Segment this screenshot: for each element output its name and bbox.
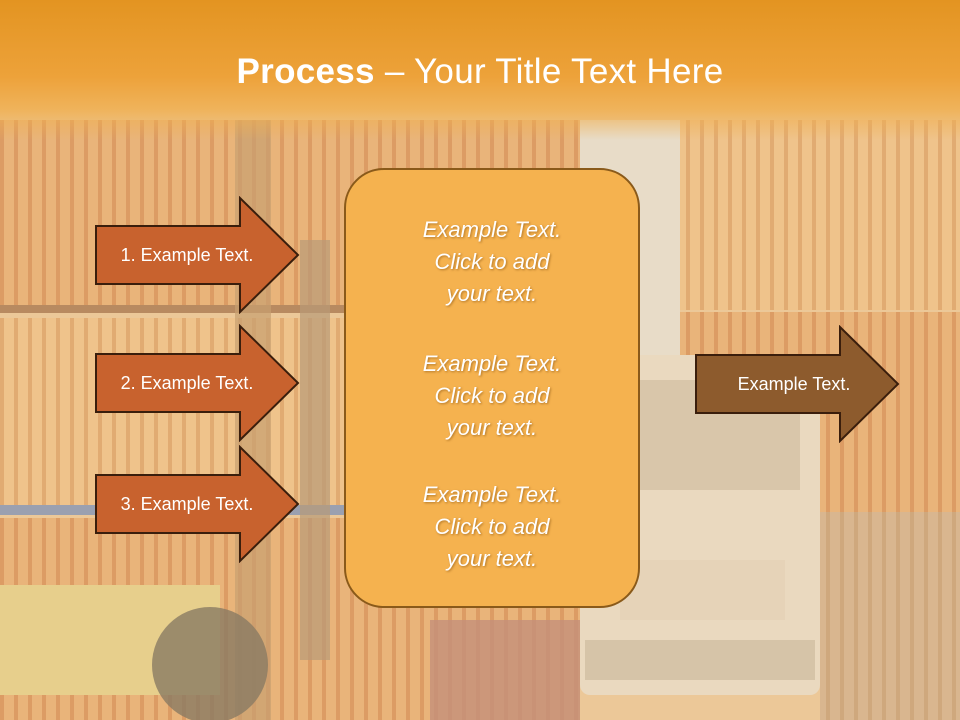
title-bar (0, 0, 960, 140)
step-arrow-3[interactable]: 3. Example Text. (94, 445, 300, 563)
text-block-2[interactable]: Example Text. Click to add your text. (346, 348, 638, 444)
text-line: your text. (446, 281, 538, 306)
step-arrow-label: 1. Example Text. (120, 244, 254, 265)
text-line: Example Text. (422, 217, 562, 242)
step-arrow-label: 3. Example Text. (120, 493, 254, 514)
text-line: your text. (446, 415, 538, 440)
step-arrow-1[interactable]: 1. Example Text. (94, 196, 300, 314)
text-line: Example Text. (422, 482, 562, 507)
title-bold-text: Process (236, 52, 375, 91)
text-line: Click to add (434, 249, 550, 274)
text-line: Example Text. (422, 351, 562, 376)
center-text-box[interactable]: Example Text. Click to add your text. Ex… (344, 168, 640, 608)
text-block-3[interactable]: Example Text. Click to add your text. (346, 479, 638, 575)
text-line: Click to add (434, 514, 550, 539)
arrow-shape-icon (95, 324, 300, 442)
arrow-shape-icon (95, 196, 300, 314)
step-arrow-label: 2. Example Text. (120, 372, 254, 393)
text-line: Click to add (434, 383, 550, 408)
step-arrow-2[interactable]: 2. Example Text. (94, 324, 300, 442)
arrow-shape-icon (95, 445, 300, 563)
text-line: your text. (446, 546, 538, 571)
result-arrow[interactable]: Example Text. (694, 325, 900, 443)
result-arrow-label: Example Text. (737, 373, 851, 394)
title-rest-text: – Your Title Text Here (374, 52, 724, 91)
slide-title[interactable]: Process – Your Title Text Here (0, 52, 960, 92)
arrow-shape-icon (695, 325, 900, 443)
text-block-1[interactable]: Example Text. Click to add your text. (346, 214, 638, 310)
